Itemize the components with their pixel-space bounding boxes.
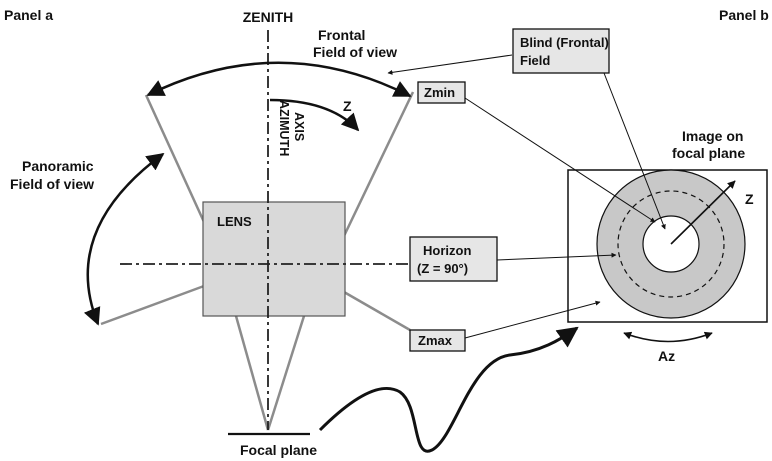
zmin-label: Zmin [424, 85, 455, 100]
azimuth-axis-label-line1: AZIMUTH [277, 100, 291, 156]
panel-b-label: Panel b [719, 7, 769, 23]
zmax-to-image-arrow [464, 300, 601, 339]
focal-to-image-arrow [318, 326, 579, 453]
azimuth-axis-label-line2: AXIS [292, 112, 306, 141]
zenith-label: ZENITH [243, 9, 294, 25]
zmax-label: Zmax [418, 333, 453, 348]
ray-focal-right [266, 315, 306, 431]
frontal-fov-label-2: Field of view [313, 44, 397, 60]
ray-right-upper [342, 91, 415, 237]
ray-focal-left [234, 315, 270, 431]
frontal-fov-arrow [146, 61, 412, 98]
zmin-box [417, 81, 466, 104]
image-z-label: Z [745, 191, 754, 207]
ray-right-lower [343, 290, 411, 332]
panoramic-fov-arrow [83, 152, 165, 326]
z-angle-arrow [269, 98, 360, 132]
image-on-focal-plane-label-1: Image on [682, 128, 743, 144]
zmax-box [409, 329, 466, 352]
panel-a-label: Panel a [4, 7, 53, 23]
azimuth-label: Az [658, 348, 675, 364]
blind-to-frontal-arrow [387, 54, 513, 75]
ray-left-lower [100, 284, 205, 326]
horizon-box [409, 236, 498, 282]
blind-field-label-2: Field [520, 53, 550, 68]
azimuth-axis-label: AZIMUTH AXIS [277, 100, 306, 156]
image-on-focal-plane-label-2: focal plane [672, 145, 745, 161]
z-angle-label: Z [343, 98, 352, 114]
zmin-to-image-arrow [464, 97, 656, 223]
lens-label: LENS [217, 214, 252, 229]
ray-left-upper [144, 94, 206, 223]
lens-box [202, 201, 346, 317]
horizon-label-2: (Z = 90°) [417, 261, 468, 276]
horizon-label-1: Horizon [423, 243, 471, 258]
image-z-arrow [670, 180, 736, 245]
blind-to-image-arrow [603, 72, 666, 230]
image-horizon-circle [617, 190, 725, 298]
focal-plane-label: Focal plane [240, 442, 317, 458]
blind-field-box [512, 28, 610, 74]
panoramic-fov-label-2: Field of view [10, 176, 94, 192]
horizon-to-image-arrow [496, 252, 617, 261]
frontal-fov-label-1: Frontal [318, 27, 365, 43]
azimuth-arrow [623, 331, 713, 343]
panoramic-fov-label-1: Panoramic [22, 158, 94, 174]
blind-field-label-1: Blind (Frontal) [520, 35, 609, 50]
